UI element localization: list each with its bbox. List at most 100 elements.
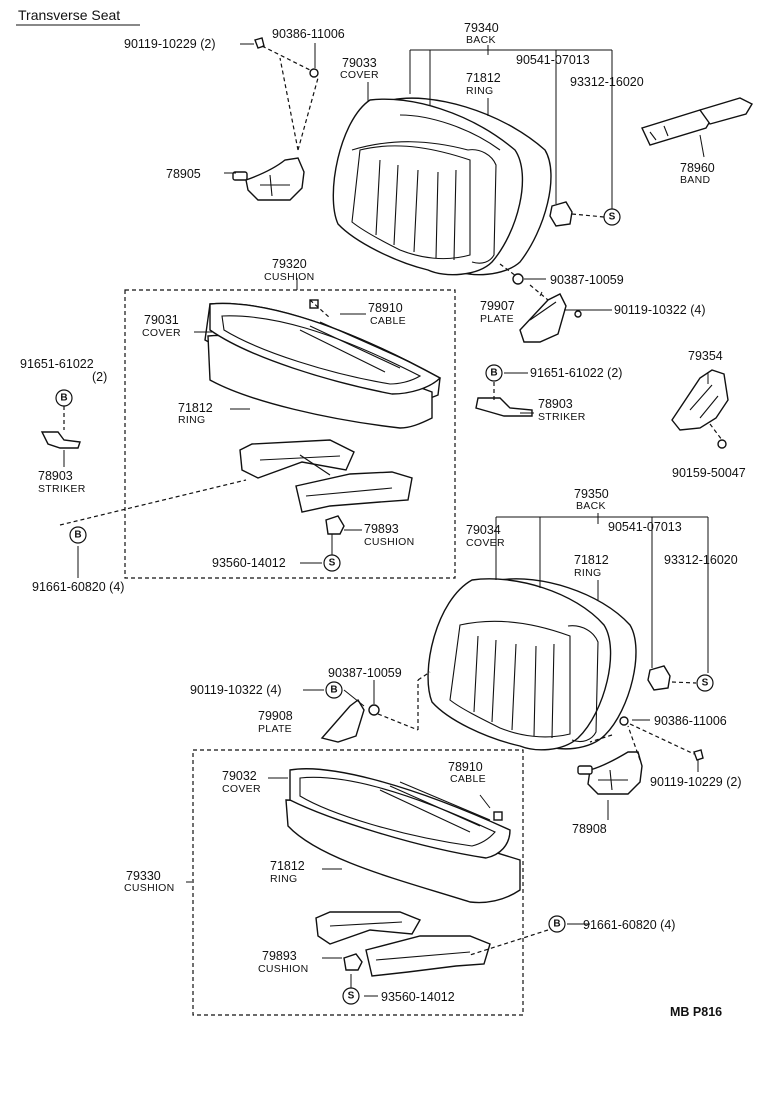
label-78910-upper-name: CABLE [370,315,406,327]
bolt-90119-lower [693,749,704,761]
cushion-79320-frame-drawing [239,439,413,513]
bolt-90119-10322-upper [574,310,582,318]
label-79893-lower: 79893 [262,949,297,963]
cushion-79320-group-box [124,289,456,579]
label-90386-11006-lower: 90386-11006 [654,714,727,728]
svg-text:B: B [490,368,497,379]
clip-90541-lower [647,665,671,691]
label-91661-60820-right: 91661-60820 (4) [583,918,675,932]
label-79330: 79330 [126,869,161,883]
label-78960: 78960 [680,161,715,175]
svg-text:S: S [329,558,336,569]
seatback-lower-drawing [427,578,637,751]
cushion-79893-upper [325,515,345,535]
label-71812-cushion-lower-name: RING [270,873,297,885]
symbol-s-93560-lower: S [342,987,360,1005]
label-91651-61022-left-qty: (2) [92,370,107,384]
cable-end-78910-upper [309,299,319,309]
label-90119-10229-lower: 90119-10229 (2) [650,775,742,789]
label-78903-left-name: STRIKER [38,483,86,495]
label-78910-lower-name: CABLE [450,773,486,785]
symbol-b-91651-right: B [485,364,503,382]
svg-text:S: S [609,212,616,223]
label-93560-14012-lower: 93560-14012 [381,990,455,1004]
clip-90541-upper [549,201,573,227]
label-79033-name: COVER [340,69,379,81]
bolt-90159-drawing [717,439,727,449]
label-79354: 79354 [688,349,723,363]
label-78903-right: 78903 [538,397,573,411]
label-79350: 79350 [574,487,609,501]
label-90541-07013-upper: 90541-07013 [516,53,590,67]
diagram-title: Transverse Seat [18,7,120,23]
label-71812-cushion-upper: 71812 [178,401,213,415]
label-79320-name: CUSHION [264,271,315,283]
bracket-79354-detail [689,384,719,419]
striker-78903-right-drawing [475,397,533,417]
nut-90386-lower [619,716,629,726]
label-71812-cushion-upper-name: RING [178,414,205,426]
bracket-79354-drawing [671,369,729,431]
part-labels: 90119-10229 (2) 90386-11006 79340 BACK 7… [20,21,746,1004]
label-90541-07013-lower: 90541-07013 [608,520,682,534]
cushion-79893-lower [343,953,363,971]
striker-78903-left-drawing [40,431,81,449]
cushion-79330-group-box [192,749,524,1016]
label-78910-upper: 78910 [368,301,403,315]
svg-text:B: B [330,685,337,696]
symbol-s-upper-right: S [603,208,621,226]
label-78960-name: BAND [680,174,710,186]
cushion-79330-frame-drawing [315,911,491,977]
label-79893-upper-name: CUSHION [364,536,415,548]
label-79034-name: COVER [466,537,505,549]
label-71812-upper: 71812 [466,71,501,85]
label-93312-16020-upper: 93312-16020 [570,75,644,89]
label-90159-50047: 90159-50047 [672,466,746,480]
nut-90387-lower [368,704,380,716]
label-79907: 79907 [480,299,515,313]
label-90386-11006-upper: 90386-11006 [272,27,345,41]
label-90387-10059-upper: 90387-10059 [550,273,624,287]
label-71812-lower-name: RING [574,567,601,579]
svg-text:B: B [60,393,67,404]
label-90119-10229-upper: 90119-10229 (2) [124,37,216,51]
label-93312-16020-lower: 93312-16020 [664,553,738,567]
label-79908: 79908 [258,709,293,723]
label-79893-lower-name: CUSHION [258,963,309,975]
label-79033: 79033 [342,56,377,70]
symbol-s-lower-right: S [696,674,714,692]
label-79350-name: BACK [576,500,606,512]
symbol-b-91661-right: B [548,915,566,933]
plate-79907-detail [529,301,557,321]
svg-text:B: B [74,530,81,541]
label-90387-10059-lower: 90387-10059 [328,666,402,680]
symbol-s-93560-upper: S [323,554,341,572]
label-91661-60820-left: 91661-60820 (4) [32,580,124,594]
plate-79907-drawing [519,293,567,343]
label-79031-name: COVER [142,327,181,339]
svg-text:B: B [553,919,560,930]
symbol-b-90119-lower: B [325,681,343,699]
label-79032-name: COVER [222,783,261,795]
cable-end-78910-lower [493,811,503,821]
label-71812-cushion-lower: 71812 [270,859,305,873]
label-90119-10322-upper: 90119-10322 (4) [614,303,706,317]
label-79330-name: CUSHION [124,882,175,894]
bolt-90119-upper [254,37,265,49]
label-79893-upper: 79893 [364,522,399,536]
label-79320: 79320 [272,257,307,271]
label-78903-left: 78903 [38,469,73,483]
label-90119-10322-lower: 90119-10322 (4) [190,683,282,697]
label-79340-name: BACK [466,34,496,46]
label-78910-lower: 78910 [448,760,483,774]
label-78903-right-name: STRIKER [538,411,586,423]
cushion-79330-drawing [285,768,521,904]
label-78908: 78908 [572,822,607,836]
label-78905: 78905 [166,167,201,181]
label-91651-61022-left: 91651-61022 [20,357,94,371]
label-71812-upper-name: RING [466,85,493,97]
symbol-b-91651-left: B [55,389,73,407]
label-79907-name: PLATE [480,313,514,325]
plate-79908-drawing [320,698,365,743]
